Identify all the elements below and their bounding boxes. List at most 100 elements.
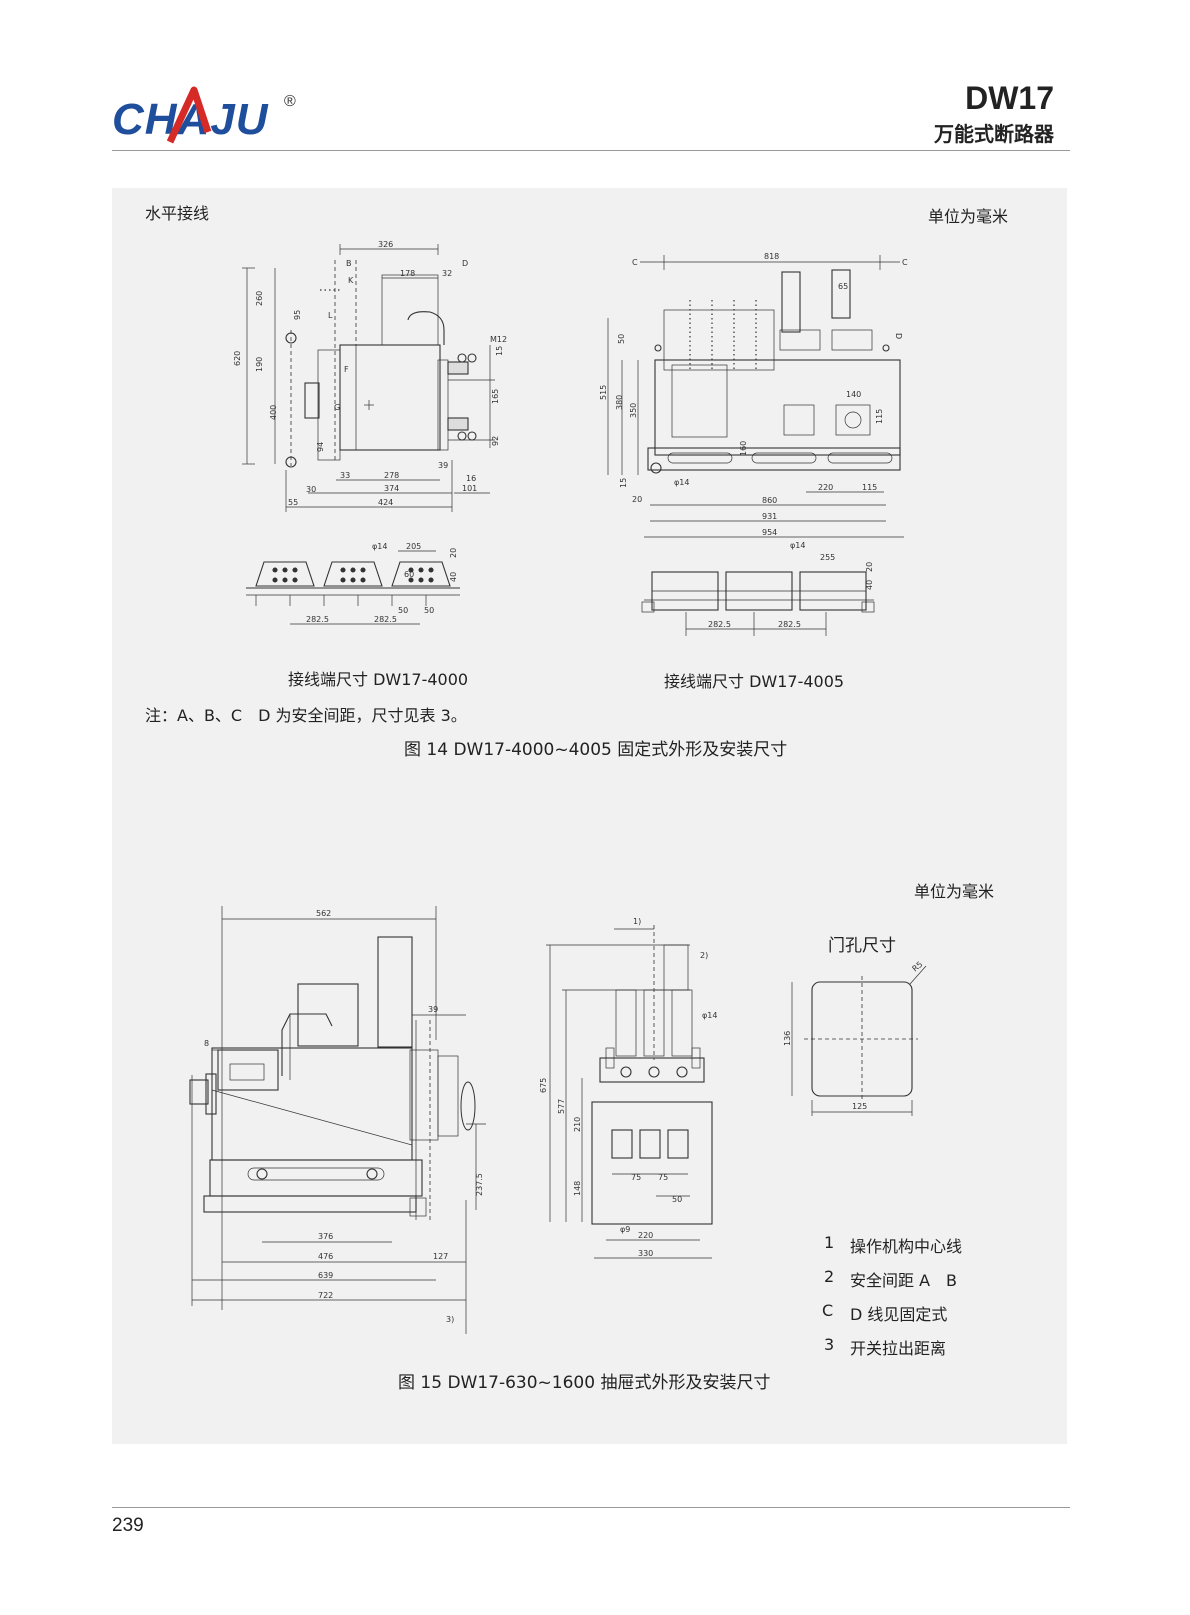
dim-127: 127 (433, 1252, 448, 1261)
dim-400: 400 (269, 405, 278, 420)
dim-phi14-right: φ14 (674, 478, 689, 487)
fig14-caption: 图 14 DW17-4000~4005 固定式外形及安装尺寸 (404, 740, 788, 760)
legend-text-3: D 线见固定式 (850, 1305, 948, 1324)
dim-374: 374 (384, 484, 399, 493)
note-3: 3) (446, 1315, 454, 1324)
term-left-50a: 50 (398, 606, 408, 615)
dim-55: 55 (288, 498, 298, 507)
lbl-C-right: C (902, 258, 908, 267)
dim-30: 30 (306, 485, 316, 494)
door-cutout-drawing: R5 136 125 (783, 960, 927, 1116)
term-left-20: 20 (449, 548, 458, 558)
lbl-L: L (328, 311, 333, 320)
dim-515: 515 (599, 385, 608, 400)
dim-639: 639 (318, 1271, 333, 1280)
registered-mark: ® (284, 93, 296, 110)
dim-220: 220 (818, 483, 833, 492)
term-right-2825b: 282.5 (778, 620, 801, 629)
terminal-left-drawing: φ14 205 20 40 60 50 50 282.5 282.5 (246, 542, 460, 625)
dim-562: 562 (316, 909, 331, 918)
dim-r5: R5 (911, 960, 925, 974)
dim-260: 260 (255, 291, 264, 306)
dim-350: 350 (629, 403, 638, 418)
sub-right: 接线端尺寸 DW17-4005 (664, 672, 845, 691)
dim-75a: 75 (631, 1173, 641, 1182)
legend-key-4: 3 (824, 1335, 835, 1354)
drawing-panel (112, 188, 1067, 1444)
fig15-side-drawing: 562 39 8 237.5 376 476 127 639 722 3) (189, 906, 486, 1334)
fig15-front-drawing: 1) 2) φ14 75 75 50 675 577 210 148 φ9 22… (539, 917, 717, 1259)
header-rule (112, 150, 1070, 151)
legend-key-1: 1 (824, 1233, 835, 1252)
dim-165: 165 (491, 389, 500, 404)
wiring-label: 水平接线 (145, 204, 210, 223)
fig15-caption: 图 15 DW17-630~1600 抽屉式外形及安装尺寸 (398, 1373, 771, 1393)
dim-92: 92 (491, 436, 500, 446)
dim-50: 50 (617, 334, 626, 344)
dim-278: 278 (384, 471, 399, 480)
lbl-D-right: D (894, 333, 903, 339)
dim-330: 330 (638, 1249, 653, 1258)
dim-148: 148 (573, 1181, 582, 1196)
dim-818: 818 (764, 252, 779, 261)
dim-m12: M12 (490, 335, 507, 344)
page-number: 239 (112, 1515, 144, 1536)
term-left-2825a: 282.5 (306, 615, 329, 624)
lbl-F: F (344, 365, 349, 374)
dim-376: 376 (318, 1232, 333, 1241)
dim-860: 860 (762, 496, 777, 505)
dim-101: 101 (462, 484, 477, 493)
dim-140: 140 (846, 390, 861, 399)
dim-39-side: 39 (428, 1005, 438, 1014)
dim-577: 577 (557, 1099, 566, 1114)
door-label: 门孔尺寸 (828, 936, 896, 956)
phi9: φ9 (620, 1225, 630, 1234)
fig14-left-drawing: 326 178 32 B D K L F G 620 260 190 400 9… (233, 240, 507, 512)
dim-476: 476 (318, 1252, 333, 1261)
dim-326: 326 (378, 240, 393, 249)
dim-210: 210 (573, 1117, 582, 1132)
dim-94: 94 (316, 442, 325, 452)
legend-text-2: 安全间距 A B (850, 1271, 958, 1290)
legend-text-1: 操作机构中心线 (850, 1237, 963, 1256)
terminal-right-drawing: φ14 255 20 40 282.5 282.5 (641, 541, 875, 636)
dim-115: 115 (875, 409, 884, 424)
lbl-B: B (346, 259, 352, 268)
lbl-G: G (334, 403, 340, 412)
dim-722: 722 (318, 1291, 333, 1300)
note-2: 2) (700, 951, 708, 960)
dim-20: 20 (632, 495, 642, 504)
dim-65: 65 (838, 282, 848, 291)
dim-15-right: 15 (619, 478, 628, 488)
dim-75b: 75 (658, 1173, 668, 1182)
term-left-40: 40 (449, 572, 458, 582)
dim-178: 178 (400, 269, 415, 278)
unit-label-bottom: 单位为毫米 (914, 882, 995, 901)
dim-675: 675 (539, 1078, 548, 1093)
dim-125: 125 (852, 1102, 867, 1111)
dim-190: 190 (255, 357, 264, 372)
sub-left: 接线端尺寸 DW17-4000 (288, 670, 469, 689)
term-right-phi14: φ14 (790, 541, 805, 550)
product-name: 万能式断路器 (934, 122, 1054, 146)
product-code: DW17 (965, 80, 1054, 116)
term-left-60: 60 (404, 570, 414, 579)
lbl-K: K (348, 276, 354, 285)
term-right-20: 20 (865, 562, 874, 572)
lbl-D: D (462, 259, 468, 268)
note-1: 1) (633, 917, 641, 926)
dim-380: 380 (615, 395, 624, 410)
legend-text-4: 开关拉出距离 (850, 1339, 947, 1358)
dim-2375: 237.5 (475, 1173, 484, 1196)
legend-key-2: 2 (824, 1267, 835, 1286)
dim-954: 954 (762, 528, 777, 537)
term-right-40: 40 (865, 580, 874, 590)
term-right-2825a: 282.5 (708, 620, 731, 629)
dim-95: 95 (293, 310, 302, 320)
dim-424: 424 (378, 498, 393, 507)
fig14-right-drawing: C C 818 65 515 50 380 350 D 140 115 160 … (599, 252, 908, 538)
dim-931: 931 (762, 512, 777, 521)
chaju-logo: CHAJU ® (112, 86, 296, 144)
term-left-phi14: φ14 (372, 542, 387, 551)
dim-16: 16 (466, 474, 476, 483)
